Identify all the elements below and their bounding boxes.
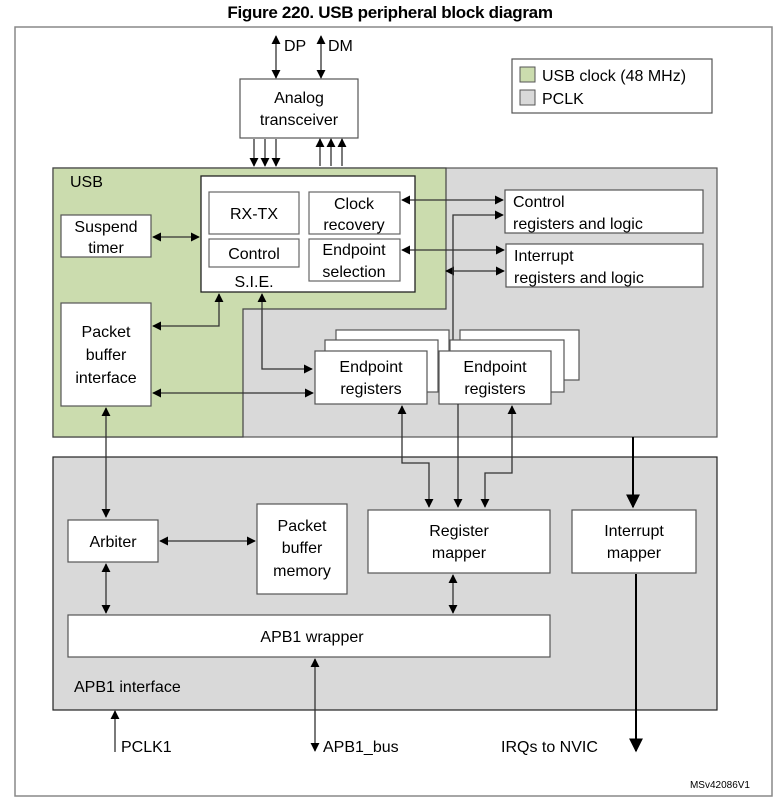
figure-id: MSv42086V1: [690, 780, 750, 791]
control-registers-label-2: registers and logic: [513, 216, 643, 233]
interrupt-mapper-block: [571, 509, 697, 574]
pbi-label-3: interface: [75, 370, 136, 387]
interrupt-registers-label-2: registers and logic: [514, 270, 644, 287]
clock-recovery-block: [308, 191, 401, 235]
figure-title: Figure 220. USB peripheral block diagram: [227, 3, 553, 22]
apb1-interface-label: APB1 interface: [74, 679, 181, 696]
suspend-timer-label-2: timer: [88, 240, 124, 257]
endpoint-selection-label-1: Endpoint: [322, 242, 386, 259]
clock-recovery-label-1: Clock: [334, 196, 375, 213]
control-sub-block: [208, 238, 300, 268]
pclk1-label: PCLK1: [121, 739, 172, 756]
packet-buffer-memory-block: [256, 503, 348, 595]
apb1-bus-label: APB1_bus: [323, 739, 399, 756]
rx-tx-label: RX-TX: [230, 206, 278, 223]
control-registers-block: [504, 189, 704, 234]
analog-transceiver-label-2: transceiver: [260, 112, 339, 129]
pbm-label-3: memory: [273, 563, 331, 580]
legend: USB clock (48 MHz) PCLK: [511, 58, 713, 114]
sie-label: S.I.E.: [234, 274, 273, 291]
analog-transceiver-label-1: Analog: [274, 90, 324, 107]
interrupt-mapper-label-1: Interrupt: [604, 523, 664, 540]
endpoint-selection-block: [308, 238, 401, 282]
pbm-label-2: buffer: [282, 540, 323, 557]
register-mapper-label-1: Register: [429, 523, 489, 540]
control-sub-label: Control: [228, 246, 280, 263]
rx-tx-block: [208, 191, 300, 235]
endpoint-registers-block-1: [314, 350, 428, 405]
apb1-wrapper-block: [67, 614, 551, 658]
clock-recovery-label-2: recovery: [323, 217, 384, 234]
pbi-label-2: buffer: [86, 347, 127, 364]
endpoint1-mapper-link: [397, 405, 434, 508]
endpoint-registers-2-label-1: Endpoint: [463, 359, 527, 376]
usb-block-label: USB: [70, 174, 103, 191]
endpoint-registers-1-label-1: Endpoint: [339, 359, 403, 376]
legend-label-usb-clock: USB clock (48 MHz): [542, 68, 686, 85]
pbi-label-1: Packet: [82, 324, 131, 341]
endpoint-selection-label-2: selection: [322, 264, 385, 281]
legend-label-pclk: PCLK: [542, 91, 584, 108]
legend-swatch-pclk: [519, 89, 536, 106]
interrupt-registers-block: [505, 243, 704, 288]
suspend-timer-label-1: Suspend: [74, 219, 137, 236]
legend-box: [511, 58, 713, 114]
endpoint-registers-2-label-2: registers: [464, 381, 525, 398]
dp-pin-label: DP: [284, 38, 306, 55]
dm-pin-label: DM: [328, 38, 353, 55]
endpoint-registers-block-2: [438, 350, 552, 405]
suspend-timer-block: [60, 214, 152, 258]
analog-transceiver-block: [239, 78, 359, 139]
register-mapper-block: [367, 509, 551, 574]
legend-swatch-usb-clock: [519, 66, 536, 83]
interrupt-mapper-label-2: mapper: [607, 545, 662, 562]
sie-endpoint-link: [257, 293, 313, 374]
packet-buffer-interface-block: [60, 302, 152, 407]
interrupt-registers-label-1: Interrupt: [514, 248, 574, 265]
endpoint-registers-1-label-2: registers: [340, 381, 401, 398]
pbm-label-1: Packet: [278, 518, 327, 535]
endpoint2-mapper-link: [480, 405, 517, 508]
control-registers-label-1: Control: [513, 194, 565, 211]
apb1-interface-region: [52, 456, 718, 711]
register-mapper-label-2: mapper: [432, 545, 487, 562]
arbiter-block: [67, 519, 159, 563]
irqs-label: IRQs to NVIC: [501, 739, 598, 756]
arbiter-label: Arbiter: [89, 534, 137, 551]
apb1-wrapper-label: APB1 wrapper: [260, 629, 364, 646]
endpoint-control-link: [452, 210, 504, 350]
pbi-sie-link: [152, 293, 224, 331]
